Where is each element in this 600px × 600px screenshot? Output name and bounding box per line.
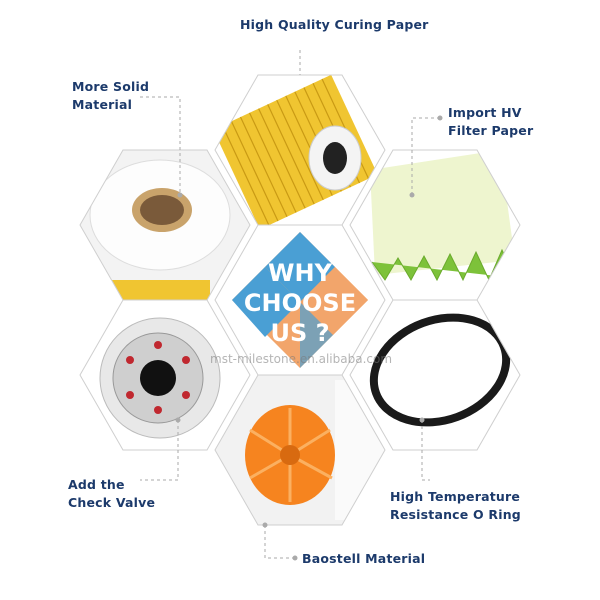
baostell-material-image — [215, 375, 385, 525]
label-o-ring: High Temperature Resistance O Ring — [390, 488, 521, 524]
label-check-valve: Add the Check Valve — [68, 476, 155, 512]
choose-text: CHOOSE — [243, 289, 357, 317]
label-line: Import HV — [448, 105, 522, 120]
leader-dots — [175, 115, 443, 561]
label-line: Check Valve — [68, 495, 156, 510]
label-line: High Temperature — [390, 489, 521, 504]
label-line: Resistance O Ring — [390, 507, 521, 522]
leader-lines — [140, 50, 440, 559]
label-filter-paper: Import HV Filter Paper — [448, 104, 533, 140]
label-curing-paper: High Quality Curing Paper — [240, 17, 429, 32]
label-line: Filter Paper — [448, 123, 534, 138]
label-line: Material — [72, 97, 133, 112]
center-diamond-logo — [232, 232, 368, 368]
us-text: US ? — [270, 319, 330, 347]
label-baostell: Baostell Material — [302, 551, 426, 566]
watermark: mst-milestone.en.alibaba.com — [210, 352, 393, 366]
why-text: WHY — [268, 259, 332, 287]
label-line: More Solid — [72, 79, 150, 94]
label-solid-material: More Solid Material — [72, 78, 149, 114]
label-line: Add the — [68, 477, 125, 492]
